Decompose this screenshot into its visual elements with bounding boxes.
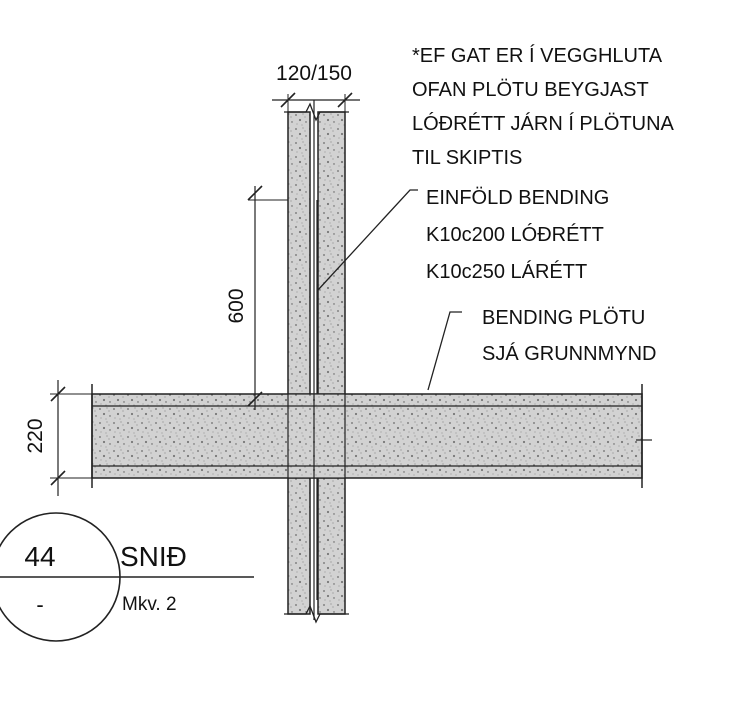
gap-note-line-3: LÓÐRÉTT JÁRN Í PLÖTUNA [412,112,675,135]
dim-wall-thickness: 120/150 [272,62,360,112]
wall-rebar-leader [317,189,418,291]
detail-number: 44 [24,541,55,572]
wall-rebar-note-line-3: K10c250 LÁRÉTT [426,260,587,283]
wall-rebar-note: EINFÖLD BENDING K10c200 LÓÐRÉTT K10c250 … [426,187,615,283]
wall-rebar-note-line-2: K10c200 LÓÐRÉTT [426,223,604,246]
slab-section [91,384,652,488]
slab-rebar-leader [427,311,462,391]
wall-section [284,100,349,624]
dim-slab-thickness: 220 [24,380,92,496]
section-scale: Mkv. 2 [122,594,177,615]
gap-note: *EF GAT ER Í VEGGHLUTA OFAN PLÖTU BEYGJA… [412,44,678,169]
gap-note-line-4: TIL SKIPTIS [412,147,522,169]
dim-slab-thickness-label: 220 [24,418,47,453]
gap-note-line-2: OFAN PLÖTU BEYGJAST [412,79,649,101]
detail-sheet: - [36,592,43,617]
slab-body [91,393,643,479]
slab-rebar-note-line-1: BENDING PLÖTU [482,307,645,329]
gap-note-line-1: *EF GAT ER Í VEGGHLUTA [412,44,663,67]
section-title-block: 44 - SNIÐ Mkv. 2 [0,512,254,642]
slab-rebar-note: BENDING PLÖTU SJÁ GRUNNMYND [482,307,656,365]
wall-through-slab [287,393,346,479]
slab-rebar-note-line-2: SJÁ GRUNNMYND [482,342,656,365]
wall-rebar-note-line-1: EINFÖLD BENDING [426,187,609,209]
dim-upper-height-label: 600 [225,288,248,323]
wall-right-leaf [317,111,346,615]
wall-bottom-break [284,604,349,624]
dim-wall-thickness-label: 120/150 [276,62,352,85]
wall-top-break [284,102,349,122]
section-title: SNIÐ [120,541,187,572]
dim-upper-height: 600 [225,185,288,410]
wall-left-leaf [287,111,311,615]
